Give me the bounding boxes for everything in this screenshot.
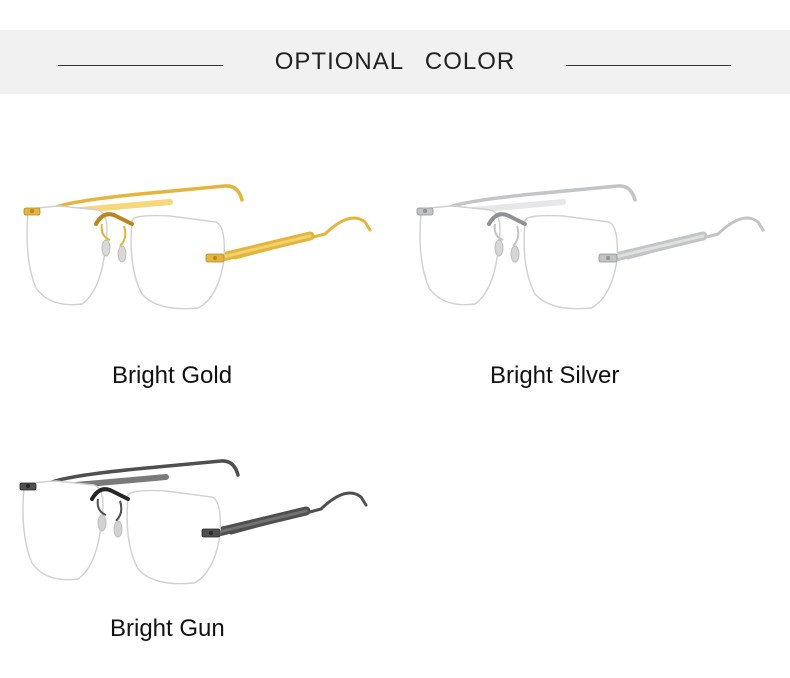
lens-left [419, 205, 501, 306]
product-image-gold[interactable] [20, 180, 380, 320]
lens-right [130, 214, 226, 310]
temple-left-hinge [73, 474, 169, 488]
header-banner: OPTIONAL COLOR [0, 30, 790, 94]
nose-pad-left [101, 239, 111, 257]
nose-pad-arms [493, 223, 520, 247]
nose-pad-arms [100, 223, 127, 247]
screw-right [213, 256, 217, 260]
temple-right-shine [204, 509, 308, 537]
nose-pad-arms [96, 498, 123, 522]
screw-left [423, 209, 427, 213]
section-title: OPTIONAL COLOR [274, 48, 516, 75]
lens-right [126, 489, 222, 585]
product-image-gun[interactable] [16, 455, 376, 595]
divider-right [566, 65, 731, 66]
temple-right-shine [601, 234, 705, 262]
divider-left [58, 65, 223, 66]
screw-right [606, 256, 610, 260]
bridge [487, 212, 527, 226]
screw-left [26, 484, 30, 488]
temple-right [626, 216, 765, 260]
bridge [90, 487, 130, 501]
bridge [94, 212, 134, 226]
product-label-gold: Bright Gold [112, 362, 233, 389]
lens-left [26, 205, 108, 306]
temple-right [229, 491, 368, 535]
screw-right [209, 531, 213, 535]
nose-pad-left [494, 239, 504, 257]
temple-right [233, 216, 372, 260]
nose-pad-right [113, 520, 123, 538]
screw-left [30, 209, 34, 213]
nose-pad-right [510, 245, 520, 263]
product-label-silver: Bright Silver [490, 362, 620, 389]
temple-left-hinge [77, 199, 173, 213]
nose-pad-left [97, 514, 107, 532]
temple-left-hinge [470, 199, 566, 213]
nose-pad-right [117, 245, 127, 263]
lens-left [22, 480, 104, 581]
lens-right [523, 214, 619, 310]
product-label-gun: Bright Gun [110, 615, 225, 642]
temple-right-shine [208, 234, 312, 262]
product-image-silver[interactable] [403, 180, 783, 320]
